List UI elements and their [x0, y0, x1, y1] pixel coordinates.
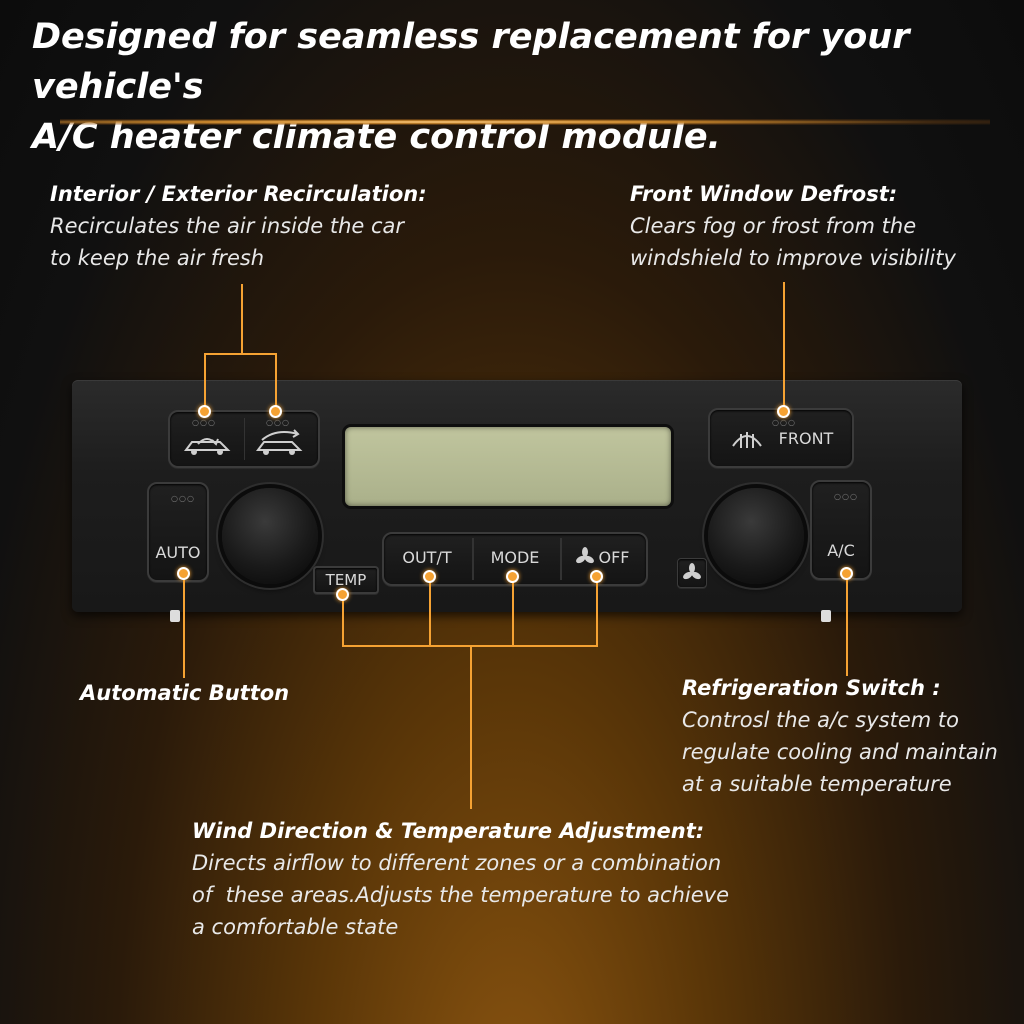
front-defrost-button[interactable]: FRONT ○○○ — [708, 408, 854, 468]
leader-recirc-right — [275, 353, 277, 411]
ac-label: A/C — [827, 541, 855, 560]
leader-recirc-bar — [204, 353, 276, 355]
divider-glow — [60, 119, 990, 125]
pin-auto — [177, 567, 190, 580]
temperature-knob[interactable] — [222, 488, 318, 584]
mode-button[interactable]: MODE — [474, 536, 556, 578]
bar-divider-1 — [472, 538, 474, 580]
out-temp-label: OUT/T — [402, 547, 452, 567]
ac-button[interactable]: A/C ○○○ — [810, 480, 872, 580]
pin-temp — [336, 588, 349, 601]
recirc-indicator: ○○○ — [192, 418, 216, 427]
fan-off-label: OFF — [598, 547, 630, 567]
auto-label: AUTO — [155, 543, 201, 562]
pin-recirc-inside — [198, 405, 211, 418]
callout-wind-body: Directs airflow to different zones or a … — [192, 851, 729, 939]
callout-refrigeration-title: Refrigeration Switch : — [682, 676, 941, 700]
fan-indicator-plate — [677, 558, 707, 588]
pin-out-temp — [423, 570, 436, 583]
fan-speed-knob[interactable] — [708, 488, 804, 584]
fresh-air-button[interactable] — [244, 414, 314, 464]
out-temp-button[interactable]: OUT/T — [386, 536, 468, 578]
callout-defrost-title: Front Window Defrost: — [630, 182, 898, 206]
callout-refrigeration-body: Controsl the a/c system to regulate cool… — [682, 708, 998, 796]
leader-recirc-left — [204, 353, 206, 411]
pin-fresh-air — [269, 405, 282, 418]
leader-temp — [342, 595, 344, 647]
rear-defrost-icon — [731, 432, 762, 448]
front-indicator: ○○○ — [772, 418, 796, 427]
callout-wind-title: Wind Direction & Temperature Adjustment: — [192, 819, 705, 843]
callout-defrost: Front Window Defrost: Clears fog or fros… — [630, 178, 1010, 274]
mode-label: MODE — [490, 547, 540, 567]
recirculation-button-group: ○○○ ○○○ — [168, 410, 320, 468]
front-defrost-label: FRONT — [778, 428, 834, 448]
callout-recirculation: Interior / Exterior Recirculation: Recir… — [50, 178, 470, 274]
button-divider — [244, 418, 245, 460]
temp-label: TEMP — [325, 571, 367, 589]
fan-off-button[interactable]: OFF — [562, 536, 642, 578]
callout-refrigeration: Refrigeration Switch : Controsl the a/c … — [682, 672, 1017, 800]
temp-label-plate: TEMP — [313, 566, 379, 594]
callout-recirculation-title: Interior / Exterior Recirculation: — [50, 182, 427, 206]
headline: Designed for seamless replacement for yo… — [32, 12, 1012, 162]
leader-out — [429, 577, 431, 647]
leader-wind-stem — [470, 645, 472, 809]
leader-auto — [183, 574, 185, 678]
leader-recirc-stem — [241, 284, 243, 354]
fan-icon — [683, 563, 701, 580]
recirculate-inside-button[interactable] — [172, 414, 242, 464]
auto-indicator: ○○○ — [171, 494, 195, 503]
callout-auto-title: Automatic Button — [80, 681, 290, 705]
callout-auto: Automatic Button — [80, 677, 380, 709]
lcd-display — [345, 427, 671, 506]
pin-front-defrost — [777, 405, 790, 418]
leader-mode — [512, 577, 514, 647]
callout-recirculation-body: Recirculates the air inside the car to k… — [50, 214, 405, 270]
pin-mode — [506, 570, 519, 583]
mounting-peg-right — [821, 610, 831, 622]
pin-fan-off — [590, 570, 603, 583]
leader-ac — [846, 574, 848, 676]
callout-wind-direction: Wind Direction & Temperature Adjustment:… — [192, 815, 752, 943]
fan-icon — [575, 547, 594, 564]
ac-indicator: ○○○ — [834, 492, 858, 501]
fresh-air-icon — [256, 429, 303, 455]
leader-defrost — [783, 282, 785, 412]
auto-button[interactable]: AUTO ○○○ — [147, 482, 209, 582]
headline-line-1: Designed for seamless replacement for yo… — [32, 17, 910, 107]
pin-ac — [840, 567, 853, 580]
bar-divider-2 — [560, 538, 562, 580]
leader-off — [596, 577, 598, 647]
callout-defrost-body: Clears fog or frost from the windshield … — [630, 214, 956, 270]
fresh-indicator: ○○○ — [266, 418, 290, 427]
mounting-peg-left — [170, 610, 180, 622]
recirc-inside-icon — [184, 438, 231, 455]
